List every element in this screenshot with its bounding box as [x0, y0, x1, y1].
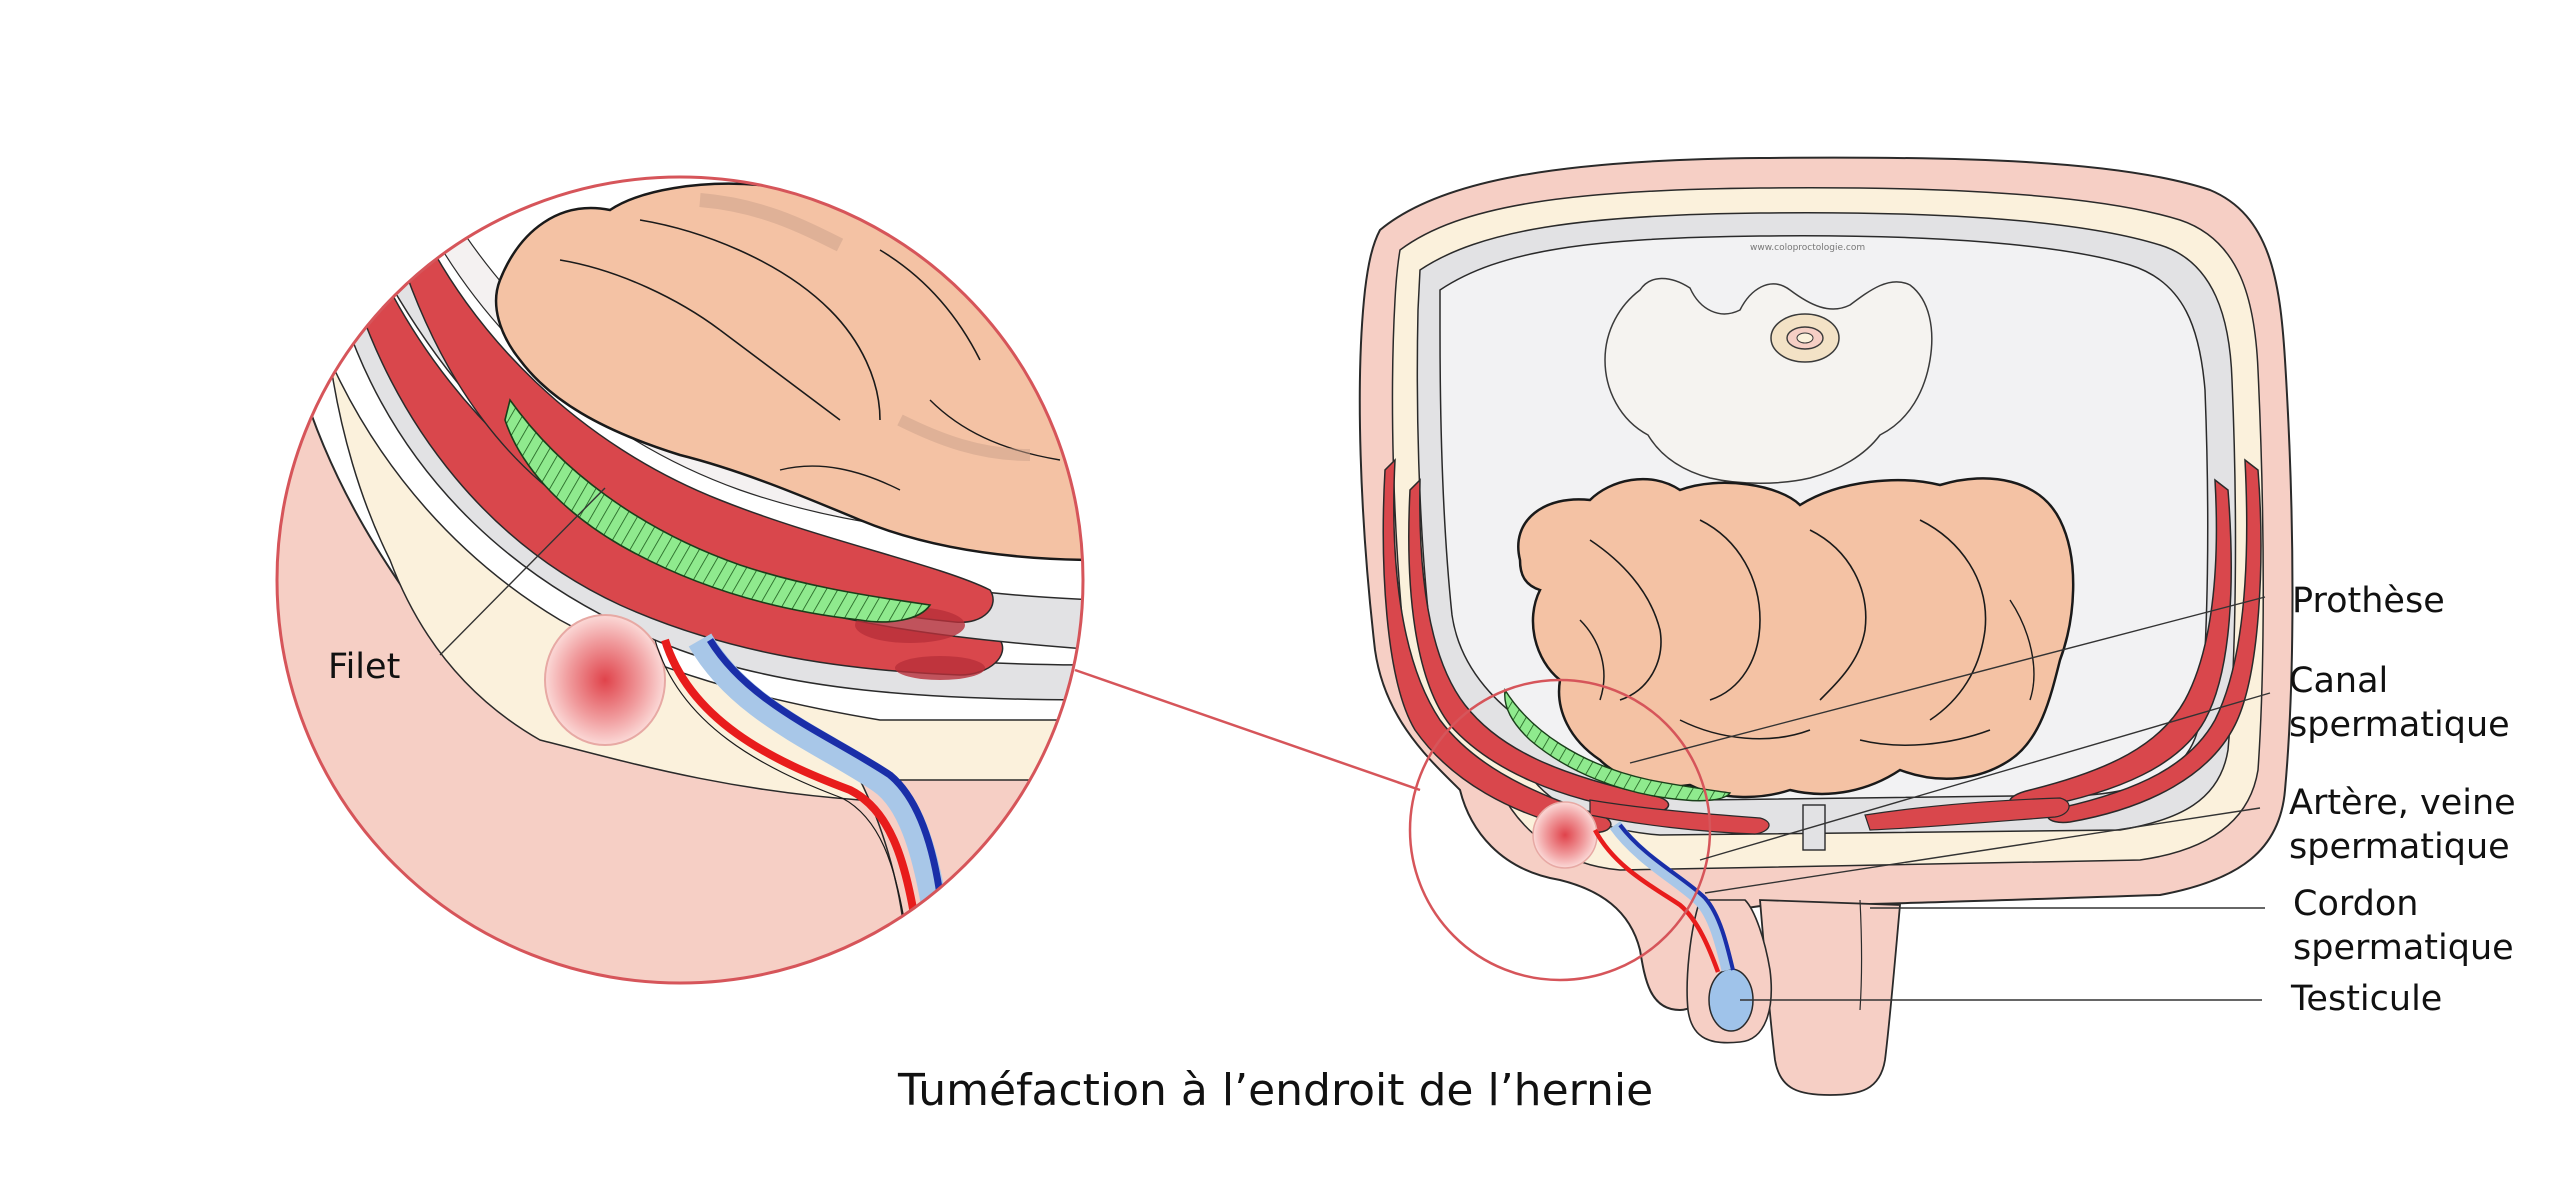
watermark-url: www.coloproctologie.com — [1750, 243, 1865, 253]
cordon-label-line-1: Cordon — [2293, 884, 2418, 924]
zoom-cord-sheath — [688, 633, 948, 913]
zoom-vein — [707, 638, 946, 911]
zoom-hernia-bulge — [544, 614, 666, 746]
artere-label-line-2: spermatique — [2289, 827, 2510, 867]
right-muscle-outer — [2047, 458, 2262, 824]
mesh-prosthesis — [1504, 687, 1732, 802]
canal-leader-line — [1699, 692, 2271, 861]
spermatic-artery — [1593, 828, 1721, 973]
detail-ring — [1408, 678, 1712, 982]
zoom-ring — [275, 175, 1085, 985]
artere-label-line-1: Artère, veine — [2289, 783, 2516, 823]
diagram-caption: Tuméfaction à l’endroit de l’hernie — [897, 1065, 1653, 1116]
intestines — [1517, 477, 2075, 799]
zoom-muscle-shadow-2 — [895, 656, 985, 680]
zoom-mesh-prosthesis — [504, 398, 932, 623]
abdomen-cross-section: www.coloproctologie.com — [1358, 156, 2294, 1096]
penis — [1759, 899, 1901, 1096]
filet-label: Filet — [328, 647, 400, 687]
testicule-label: Testicule — [2290, 979, 2442, 1019]
zoom-fat-layer — [329, 359, 1083, 801]
cordon-label-line-2: spermatique — [2293, 928, 2514, 968]
artere-leader-line — [1704, 807, 2261, 894]
hernia-bulge — [1532, 801, 1598, 869]
vertebra — [1604, 277, 1933, 484]
right-muscle-bottom — [1864, 797, 2070, 831]
canal-label-line-1: Canal — [2289, 661, 2388, 701]
left-muscle-bottom — [1589, 799, 1770, 835]
cord-sheath — [1609, 821, 1735, 972]
filet-leader-line — [439, 487, 606, 656]
zoom-connector-line — [1074, 668, 1421, 792]
prothese-leader-line — [1629, 596, 2266, 764]
zoom-artery — [661, 638, 919, 921]
spermatic-vein — [1618, 823, 1735, 971]
left-muscle-inner — [1408, 478, 1670, 814]
linea-alba — [1802, 804, 1826, 851]
prothese-label: Prothèse — [2292, 581, 2445, 621]
canal-label-line-2: spermatique — [2289, 705, 2510, 745]
